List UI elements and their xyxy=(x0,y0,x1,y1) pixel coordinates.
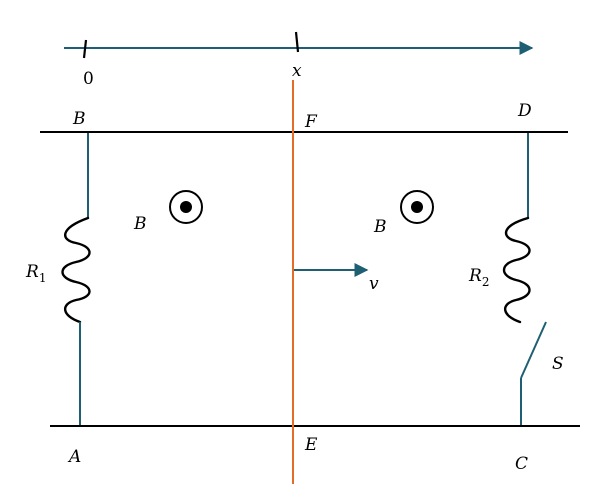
switch-lever xyxy=(520,321,547,379)
position-tick xyxy=(294,31,300,53)
resistor-r2-label: R2 xyxy=(468,266,489,289)
point-label-c: C xyxy=(515,454,528,474)
resistor-r2 xyxy=(502,216,531,324)
point-label-f: F xyxy=(304,112,318,132)
point-label-e: E xyxy=(304,435,318,455)
switch-label: S xyxy=(552,354,564,374)
resistor-r1 xyxy=(61,216,91,324)
field-out-icon-right xyxy=(400,190,434,224)
field-label-left: B xyxy=(133,214,147,234)
point-label-a: A xyxy=(67,447,81,467)
velocity-label: v xyxy=(369,274,379,294)
field-out-icon-left xyxy=(169,190,203,224)
origin-tick xyxy=(82,39,88,59)
point-label-b: B xyxy=(72,109,86,129)
origin-label: 0 xyxy=(83,69,94,89)
resistor-r1-label: R1 xyxy=(25,262,46,285)
point-label-d: D xyxy=(517,101,532,121)
field-label-right: B xyxy=(373,217,387,237)
position-label: x xyxy=(292,61,302,81)
